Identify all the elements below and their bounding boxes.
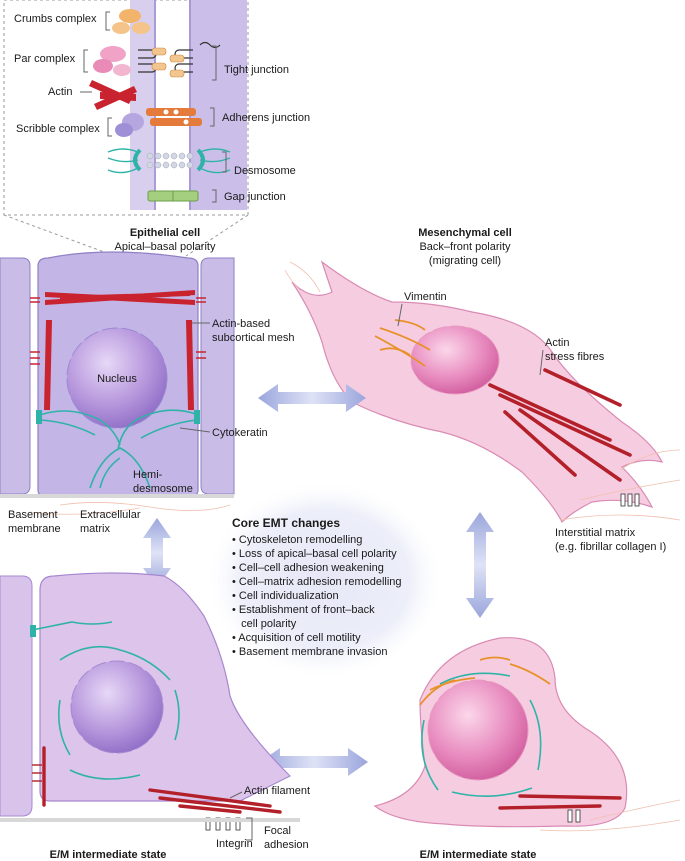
basement-membrane-label-1: Basement — [8, 509, 58, 521]
intermediate-right-nucleus — [427, 679, 529, 781]
nucleus-label: Nucleus — [97, 373, 137, 385]
core-emt-item: • Basement membrane invasion — [232, 646, 387, 658]
integrin-label: Integrin — [216, 838, 253, 850]
core-emt-item: • Cell–matrix adhesion remodelling — [232, 576, 402, 588]
epithelial-title: Epithelial cell — [130, 227, 200, 239]
junction-inset: Crumbs complex Par complex Actin Scribbl… — [3, 0, 310, 216]
actin-filament-label: Actin filament — [244, 785, 310, 797]
intermediate-left-title: E/M intermediate state — [50, 849, 167, 861]
crumbs-complex-shape — [112, 9, 150, 34]
core-emt-item: • Cytoskeleton remodelling — [232, 534, 362, 546]
mesenchymal-nucleus — [410, 325, 500, 395]
hemidesmosome-label-1: Hemi- — [133, 469, 163, 481]
mesenchymal-subtitle-2: (migrating cell) — [429, 255, 501, 267]
desmosome-label: Desmosome — [234, 165, 296, 177]
scribble-complex-label: Scribble complex — [16, 123, 100, 135]
core-emt-item: • Establishment of front–back — [232, 604, 375, 616]
extracellular-matrix-label-2: matrix — [80, 523, 110, 535]
actin-bundle-shape — [89, 80, 137, 110]
adherens-junction-label: Adherens junction — [222, 112, 310, 124]
basement-membrane-line — [0, 494, 234, 498]
core-emt-item: • Loss of apical–basal cell polarity — [232, 548, 397, 560]
actin-mesh-label-1: Actin-based — [212, 318, 270, 330]
par-complex-shape — [93, 46, 131, 76]
mesenchymal-cell — [291, 260, 664, 524]
intermediate-cell-right — [373, 637, 628, 828]
epithelial-nucleus — [66, 327, 168, 429]
basement-membrane-label-2: membrane — [8, 523, 61, 535]
hemidesmosome-label-2: desmosome — [133, 483, 193, 495]
desmosome-shape — [107, 148, 231, 174]
core-emt-item: • Cell individualization — [232, 590, 339, 602]
par-complex-label: Par complex — [14, 53, 76, 65]
intermediate-cell-left — [0, 572, 300, 831]
epithelial-cell: Nucleus — [0, 251, 235, 498]
arrow-epithelial-mesenchymal — [258, 384, 366, 412]
mesenchymal-subtitle-1: Back–front polarity — [419, 241, 511, 253]
arrow-intermediate-intermediate — [260, 748, 368, 776]
actin-mesh-label-2: subcortical mesh — [212, 332, 295, 344]
core-emt-glow — [205, 480, 445, 680]
intermediate-right-title: E/M intermediate state — [420, 849, 537, 861]
gap-junction-label: Gap junction — [224, 191, 286, 203]
actin-stress-label-2: stress fibres — [545, 351, 605, 363]
extracellular-matrix-label-1: Extracellular — [80, 509, 141, 521]
actin-label: Actin — [48, 86, 72, 98]
inset-right-cell — [189, 0, 247, 210]
inset-left-membrane — [130, 0, 156, 210]
gap-junction-shape — [147, 190, 199, 202]
intermediate-left-nucleus — [70, 660, 164, 754]
tight-junction-label: Tight junction — [224, 64, 289, 76]
focal-adhesion-label-1: Focal — [264, 825, 291, 837]
arrow-mesenchymal-intermediate — [466, 512, 494, 618]
scribble-complex-shape — [115, 113, 144, 137]
core-emt-item: cell polarity — [232, 618, 297, 630]
interstitial-matrix-label-2: (e.g. fibrillar collagen I) — [555, 541, 666, 553]
epithelial-subtitle: Apical–basal polarity — [115, 241, 216, 253]
focal-adhesion-label-2: adhesion — [264, 839, 309, 851]
vimentin-label: Vimentin — [404, 291, 447, 303]
core-emt-item: • Acquisition of cell motility — [232, 632, 361, 644]
crumbs-complex-label: Crumbs complex — [14, 13, 97, 25]
adherens-junction-shape — [146, 108, 202, 126]
core-emt-list: • Cytoskeleton remodelling • Loss of api… — [232, 534, 402, 658]
interstitial-matrix-label-1: Interstitial matrix — [555, 527, 636, 539]
actin-stress-label-1: Actin — [545, 337, 569, 349]
cytokeratin-label: Cytokeratin — [212, 427, 268, 439]
core-emt-title: Core EMT changes — [232, 516, 340, 530]
mesenchymal-title: Mesenchymal cell — [418, 227, 512, 239]
core-emt-item: • Cell–cell adhesion weakening — [232, 562, 384, 574]
arrow-epithelial-intermediate — [143, 518, 171, 588]
